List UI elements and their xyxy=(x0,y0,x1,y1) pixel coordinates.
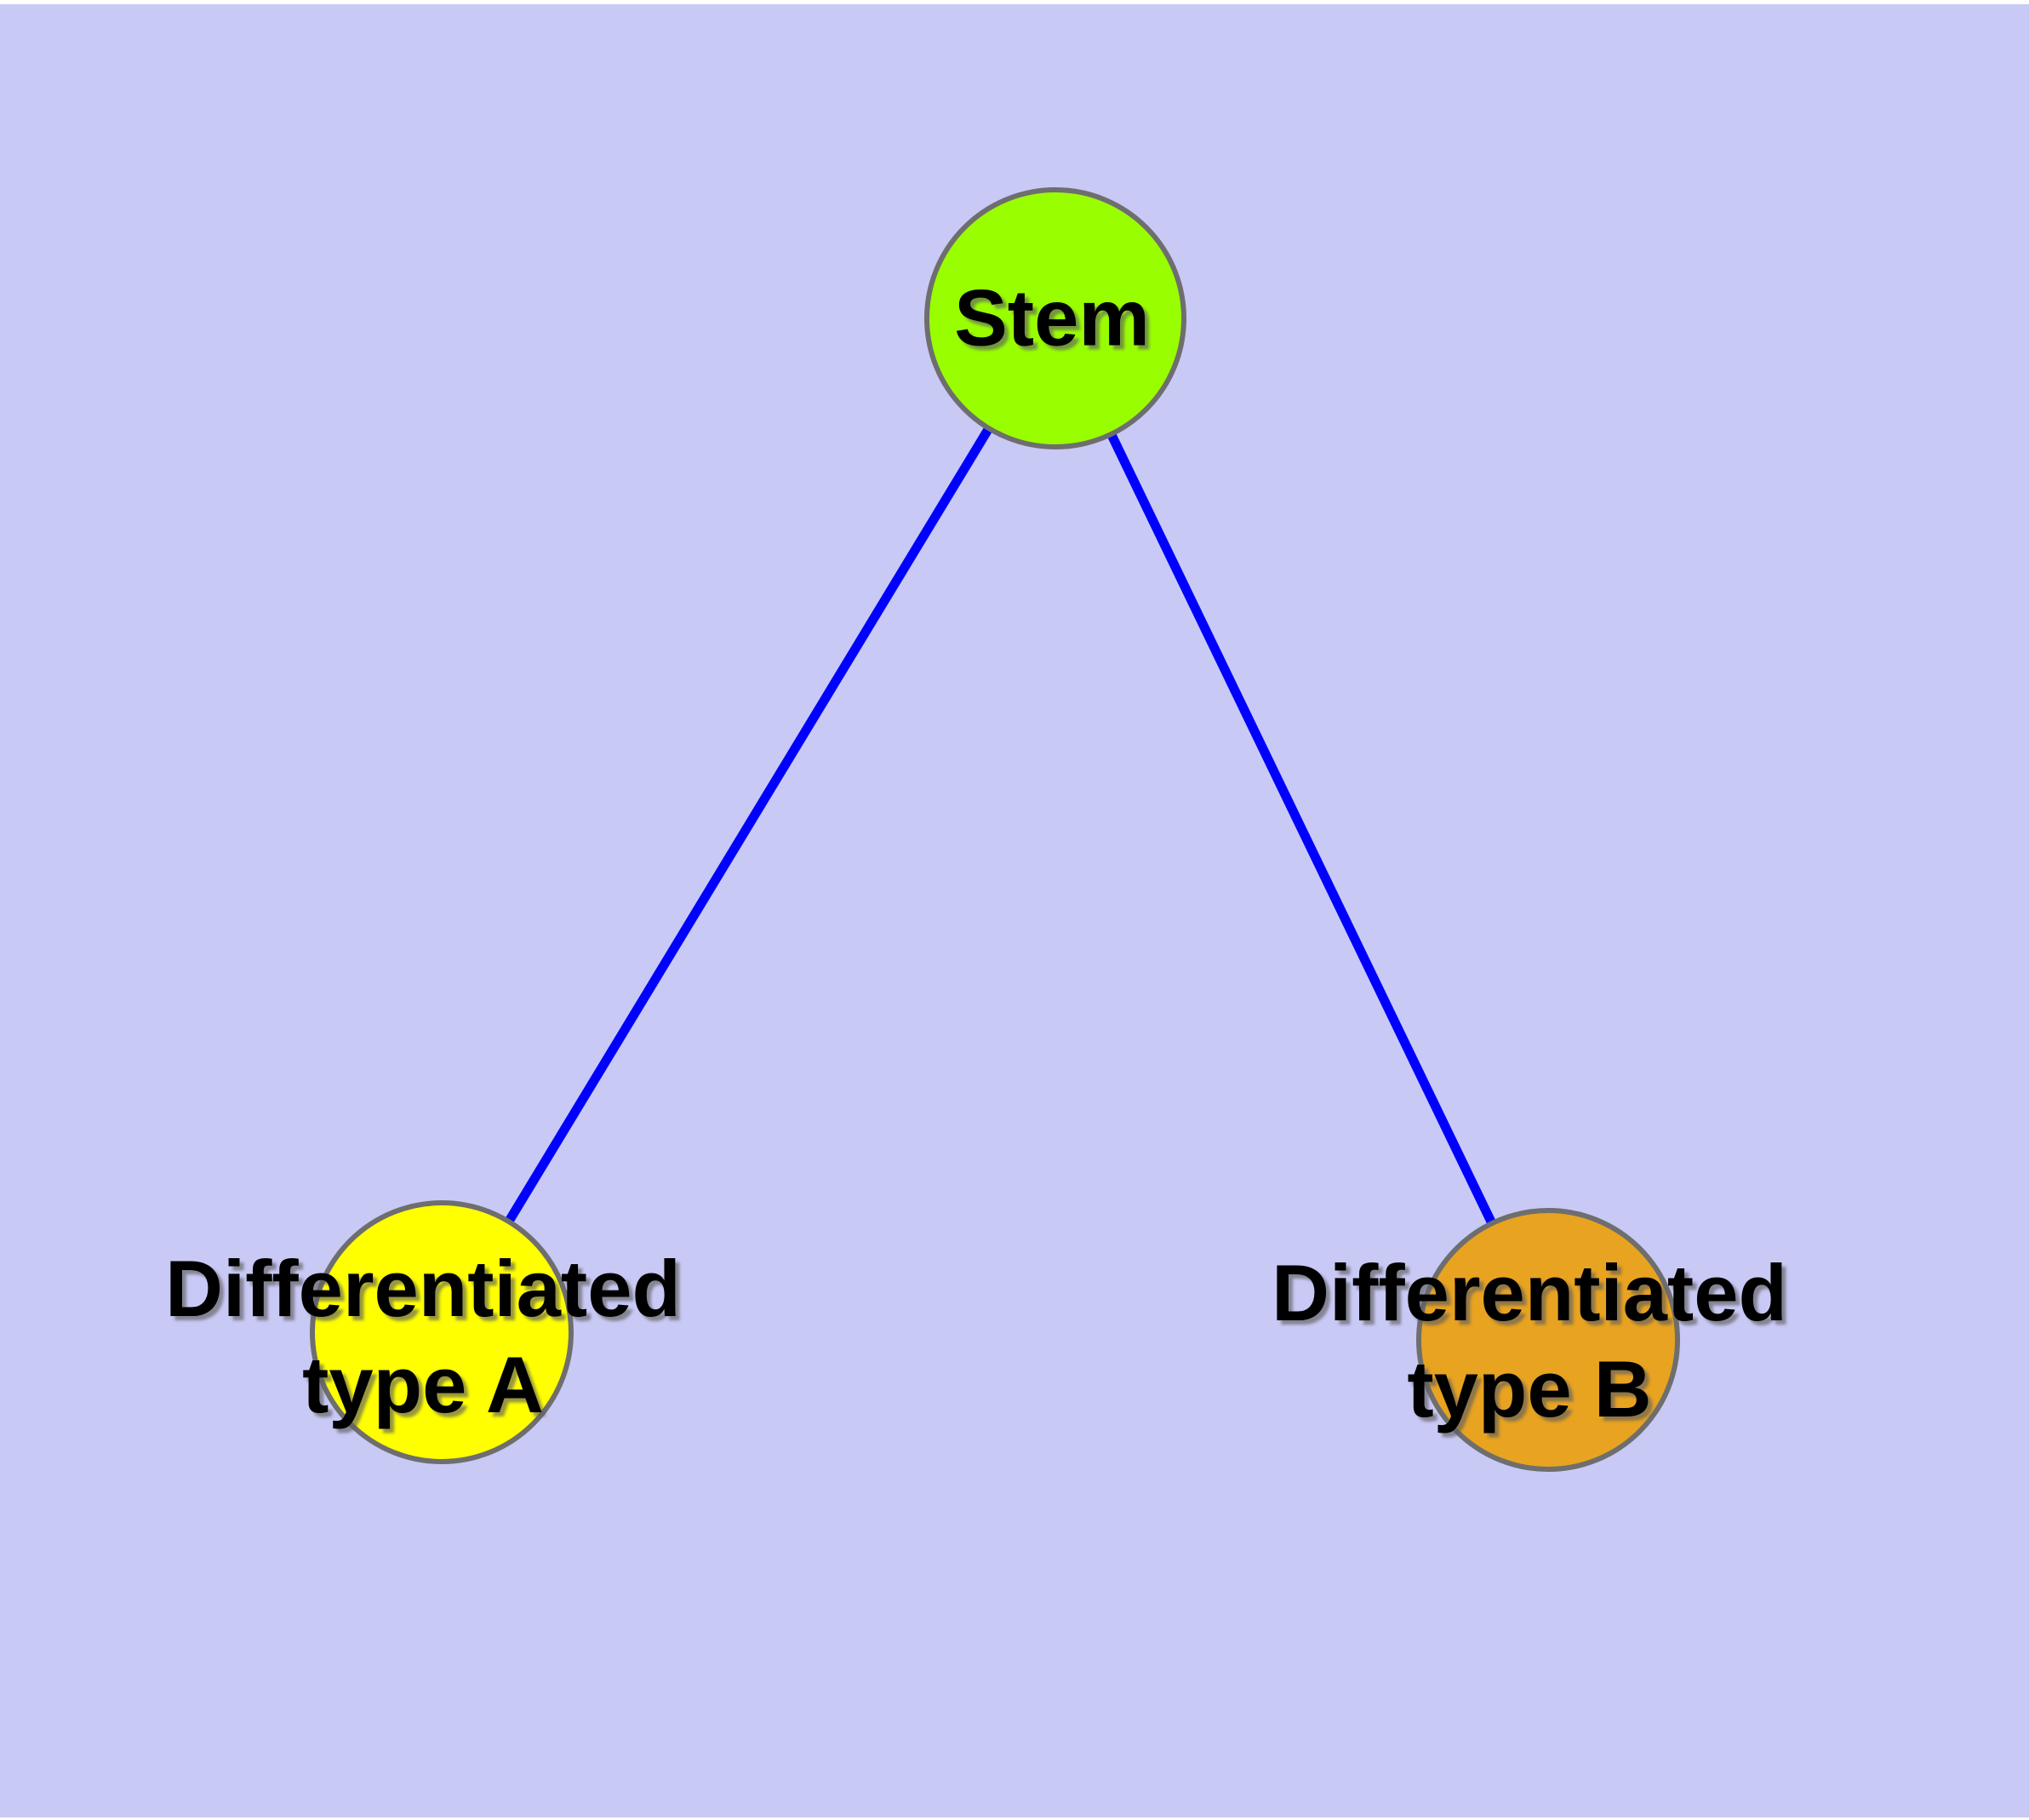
node-label-line: Stem xyxy=(954,272,1150,363)
edge-stem-to-type-b xyxy=(1051,316,1552,1342)
node-label-line: type B xyxy=(1407,1344,1652,1434)
node-label-line: type A xyxy=(302,1340,544,1429)
node-label-differentiated-type-b: Differentiated type B xyxy=(1272,1245,1787,1437)
node-label-stem: Stem xyxy=(954,270,1150,366)
node-stem xyxy=(924,187,1186,449)
node-label-differentiated-type-a: Differentiated type A xyxy=(165,1240,681,1433)
node-label-line: Differentiated xyxy=(165,1244,681,1333)
edge-stem-to-type-a xyxy=(437,316,1060,1335)
node-label-line: Differentiated xyxy=(1272,1248,1787,1337)
node-differentiated-type-a xyxy=(310,1200,574,1464)
node-differentiated-type-b xyxy=(1416,1208,1680,1472)
